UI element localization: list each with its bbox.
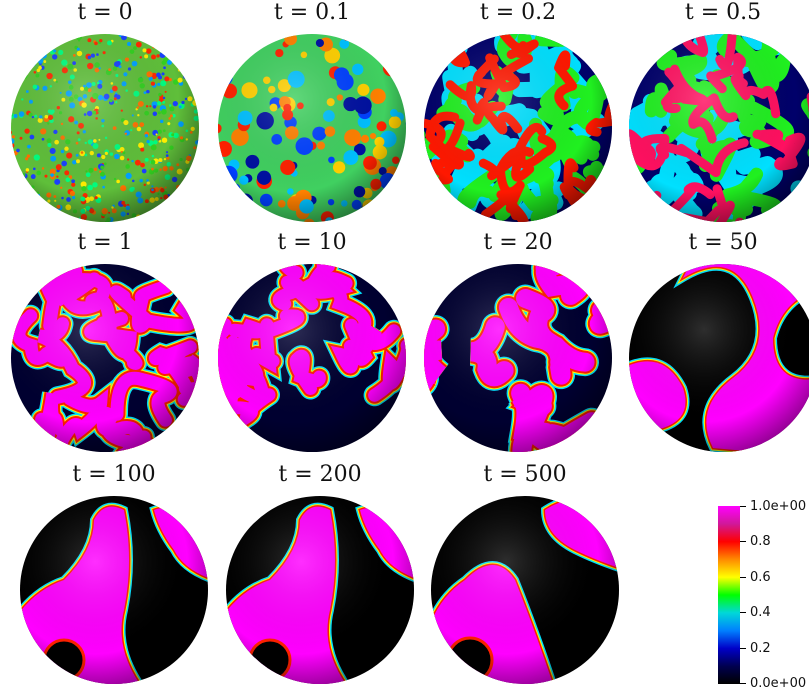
time-label: t = 10: [277, 230, 347, 255]
time-label: t = 1: [77, 230, 133, 255]
colorbar-tick: [740, 648, 746, 649]
colorbar-label-0.4: 0.4: [750, 605, 771, 620]
colorbar-tick: [740, 506, 746, 507]
phase-sphere: [629, 264, 809, 452]
time-label: t = 100: [72, 462, 156, 487]
colorbar-label-min: 0.0e+00: [750, 676, 807, 691]
time-label: t = 0.1: [273, 0, 351, 25]
phase-sphere: [226, 496, 414, 684]
time-label: t = 200: [278, 462, 362, 487]
time-label: t = 0.2: [479, 0, 557, 25]
time-label: t = 20: [483, 230, 553, 255]
colorbar-label-0.8: 0.8: [750, 534, 771, 549]
time-label: t = 0: [77, 0, 133, 25]
colorbar-gradient: [718, 506, 740, 684]
phase-sphere: [424, 264, 612, 452]
time-label: t = 0.5: [684, 0, 762, 25]
phase-sphere: [629, 34, 809, 222]
colorbar-label-max: 1.0e+00: [750, 499, 807, 514]
phase-sphere: [431, 496, 619, 684]
colorbar-tick: [740, 683, 746, 684]
colorbar-tick: [740, 612, 746, 613]
phase-sphere: [424, 34, 612, 222]
phase-sphere: [218, 34, 406, 222]
colorbar-tick: [740, 541, 746, 542]
colorbar: 1.0e+00 0.8 0.6 0.4 0.2 0.0e+00: [710, 498, 809, 691]
phase-sphere: [11, 34, 199, 222]
colorbar-tick: [740, 577, 746, 578]
phase-sphere: [218, 264, 406, 452]
phase-sphere: [11, 264, 199, 452]
colorbar-label-0.2: 0.2: [750, 641, 771, 656]
time-label: t = 50: [688, 230, 758, 255]
colorbar-label-0.6: 0.6: [750, 570, 771, 585]
time-label: t = 500: [483, 462, 567, 487]
phase-sphere: [20, 496, 208, 684]
